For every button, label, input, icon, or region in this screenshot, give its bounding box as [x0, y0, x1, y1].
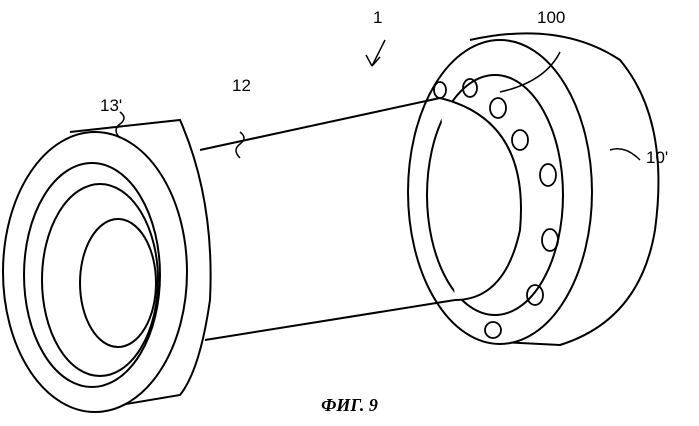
label-hole: 100: [537, 8, 565, 28]
label-left-ring: 13': [100, 96, 122, 116]
figure-caption: ФИГ. 9: [0, 395, 699, 416]
left-ring: [3, 120, 211, 412]
label-tube: 12: [232, 76, 251, 96]
label-assembly: 1: [373, 8, 382, 28]
label-flange: 10': [646, 148, 668, 168]
